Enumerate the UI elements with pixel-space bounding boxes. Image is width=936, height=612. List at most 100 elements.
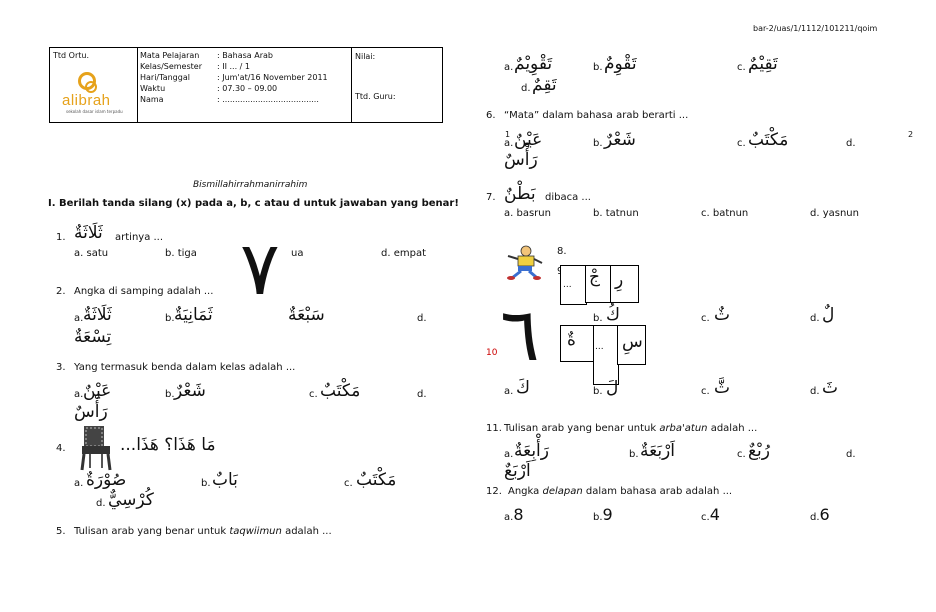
q10-label-d: d. — [810, 386, 820, 397]
q1-option-d[interactable]: d. empat — [381, 248, 426, 259]
q12-option-b[interactable]: b.9 — [593, 505, 613, 524]
q11-label-d: d. — [846, 449, 856, 460]
q2-label-a: a. — [74, 313, 84, 324]
q1-option-c[interactable]: ua — [291, 248, 304, 259]
q4-option-b[interactable]: بَابٌ — [212, 470, 238, 490]
q2-option-a[interactable]: ثَلَاثَةٌ — [83, 305, 112, 325]
q4-option-d[interactable]: كُرْسِيٌّ — [108, 490, 154, 510]
q5-label-d: d. — [521, 83, 531, 94]
info-row-value: : Bahasa Arab — [217, 51, 273, 60]
info-row-value: : Jum'at/16 November 2011 — [217, 73, 328, 82]
info-row: Waktu: 07.30 – 09.00 — [140, 84, 277, 93]
q11-text: Tulisan arab yang benar untuk arba'atun … — [504, 423, 757, 434]
document-code: bar-2/uas/1/1112/101211/qoim — [753, 24, 878, 33]
info-row-label: Hari/Tanggal — [140, 73, 190, 82]
q9-label-b: b. — [593, 313, 603, 324]
q9-box-2: رِ — [610, 265, 639, 303]
q4-label-a: a. — [74, 478, 84, 489]
q7-text: dibaca ... — [545, 192, 591, 203]
bismillah: Bismillahirrahmanirrahim — [193, 180, 308, 190]
q3-option-b[interactable]: شَعْرٌ — [174, 381, 206, 401]
q5-option-c[interactable]: تَقِيْمٌ — [748, 54, 778, 74]
q5-option-b[interactable]: تَقْوِمٌ — [604, 54, 637, 74]
q1-option-a[interactable]: a. satu — [74, 248, 109, 259]
nilai-box: Nilai: Ttd. Guru: — [351, 47, 443, 123]
q12-option-c[interactable]: c.4 — [701, 505, 720, 524]
q9-label-c: c. — [701, 313, 710, 324]
q7-option-b[interactable]: b. tatnun — [593, 208, 639, 219]
q3-option-d[interactable]: رَأْسٌ — [74, 402, 108, 422]
q7-option-c[interactable]: c. batnun — [701, 208, 749, 219]
q10-option-c[interactable]: ثَّ — [714, 378, 731, 398]
q10-label-b: b. — [593, 386, 603, 397]
q7-option-a[interactable]: a. basrun — [504, 208, 551, 219]
q9-option-d[interactable]: لٌ — [822, 305, 835, 325]
q10-label-c: c. — [701, 386, 710, 397]
q2-option-b[interactable]: ثَمَانِيَةٌ — [174, 305, 213, 325]
q6-option-c[interactable]: مَكْتَبٌ — [748, 130, 789, 150]
nilai-label: Nilai: — [355, 52, 376, 61]
q3-option-a[interactable]: عَيْنٌ — [83, 381, 112, 401]
q11-number: 11. — [486, 423, 502, 434]
q6-option-a[interactable]: عَيْنٌ — [514, 130, 543, 150]
q5-label-a: a. — [504, 62, 514, 73]
q11-option-c[interactable]: رُبْعٌ — [748, 441, 770, 461]
info-row-label: Kelas/Semester — [140, 62, 202, 71]
q1-option-b[interactable]: b. tiga — [165, 248, 197, 259]
q5-text: Tulisan arab yang benar untuk taqwiimun … — [74, 526, 332, 537]
q2-option-c[interactable]: سَبْعَةٌ — [288, 305, 325, 325]
q6-option-d[interactable]: رَأْسٌ — [504, 150, 538, 170]
q4-option-a[interactable]: صُوْرَةٌ — [86, 470, 127, 490]
q10-number: 10 — [486, 348, 498, 358]
q11-option-d[interactable]: اَرْبَعٌ — [504, 461, 531, 481]
q11-option-a[interactable]: رَأْبِعَةٌ — [514, 441, 549, 461]
q3-option-c[interactable]: مَكْتَبٌ — [320, 381, 361, 401]
q3-label-b: b. — [165, 389, 175, 400]
q5-number: 5. — [56, 526, 66, 537]
q9-option-c[interactable]: ثٌ — [714, 305, 731, 325]
q5-option-a[interactable]: تَقْوِيْمٌ — [514, 54, 553, 74]
q9-option-b[interactable]: كُ — [606, 305, 621, 325]
q3-number: 3. — [56, 362, 66, 373]
q6-label-c: c. — [737, 138, 746, 149]
q10-option-d[interactable]: ثَ — [822, 378, 839, 398]
q10-option-b[interactable]: لَ — [606, 378, 619, 398]
q11-label-a: a. — [504, 449, 514, 460]
q10-box-2: سِ — [617, 325, 646, 365]
info-row: Mata Pelajaran : Bahasa Arab — [140, 51, 273, 60]
q6-option-b[interactable]: شَعْرٌ — [604, 130, 636, 150]
info-row: Nama: ..................................… — [140, 95, 319, 104]
q12-text-italic: delapan — [542, 486, 583, 497]
q10-box-dots: ... — [593, 325, 619, 385]
q5-option-d[interactable]: تَقِمٌ — [532, 75, 557, 95]
guru-label: Ttd. Guru: — [355, 92, 396, 101]
q7-option-d[interactable]: d. yasnun — [810, 208, 859, 219]
instruction: I. Berilah tanda silang (x) pada a, b, c… — [48, 198, 459, 209]
q3-label-a: a. — [74, 389, 84, 400]
q12-option-a[interactable]: a.8 — [504, 505, 524, 524]
q12-number: 12. — [486, 486, 502, 497]
q8-number: 8. — [557, 246, 567, 257]
big-digit-six: ٦ — [500, 292, 540, 378]
q10-label-a: a. — [504, 386, 514, 397]
q4-option-c[interactable]: مَكْتَبٌ — [356, 470, 397, 490]
q11-label-b: b. — [629, 449, 639, 460]
q4-label-b: b. — [201, 478, 211, 489]
q4-arabic: مَا هَذَا؟ هَذَا... — [120, 435, 216, 455]
q2-label-d: d. — [417, 313, 427, 324]
q2-option-d[interactable]: تِسْعَةٌ — [74, 327, 112, 347]
q12-text: Angka delapan dalam bahasa arab adalah .… — [508, 486, 732, 497]
q10-option-a[interactable]: كَ — [516, 378, 531, 398]
info-row-label: Nama — [140, 95, 164, 104]
info-row-label: Mata Pelajaran — [140, 51, 200, 60]
q12-text-after: dalam bahasa arab adalah ... — [585, 486, 733, 497]
q12-option-d[interactable]: d.6 — [810, 505, 830, 524]
big-digit-seven: ٧ — [240, 226, 280, 312]
q4-number: 4. — [56, 443, 66, 454]
q6-label-a: a. — [504, 138, 514, 149]
q11-option-b[interactable]: اَرْبَعَةٌ — [640, 441, 675, 461]
q1-arabic: ثَلَاثَةٌ — [74, 223, 103, 243]
q3-label-c: c. — [309, 389, 318, 400]
q6-label-d: d. — [846, 138, 856, 149]
